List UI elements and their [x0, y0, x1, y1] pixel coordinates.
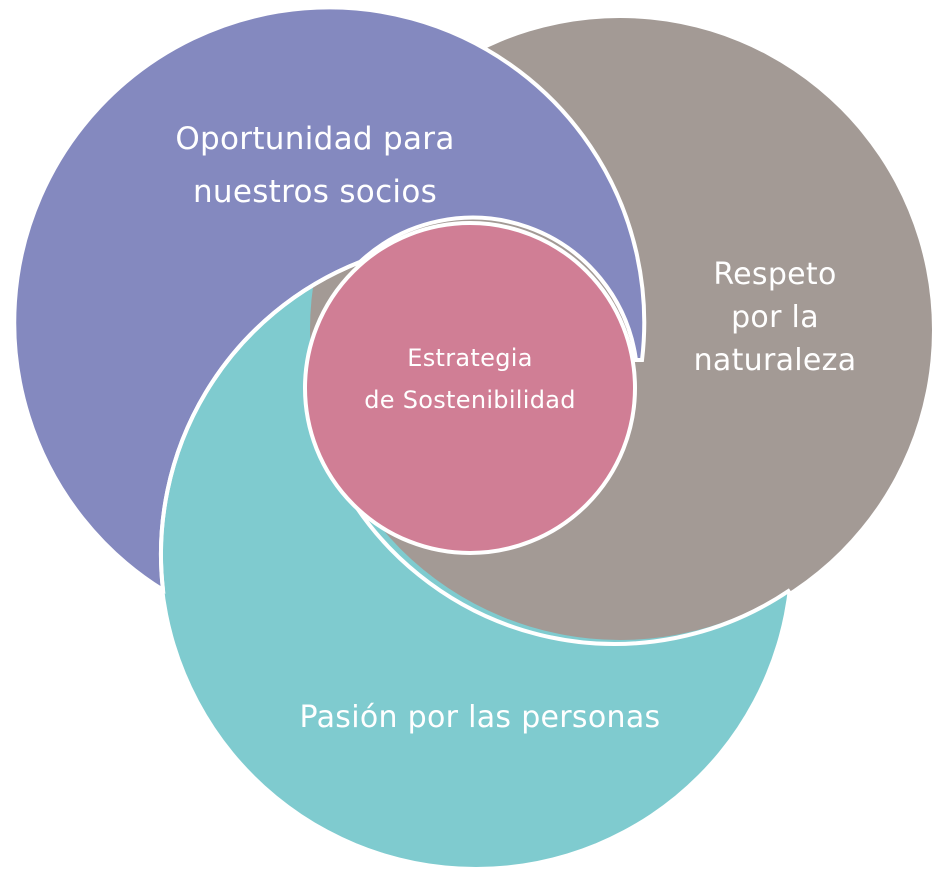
label-line: Pasión por las personas — [299, 700, 661, 735]
label-respeto: Respeto por la naturaleza — [660, 253, 890, 382]
circle-oportunidad — [12, 5, 647, 594]
circle-estrategia — [303, 221, 637, 555]
label-line: de Sostenibilidad — [364, 386, 576, 414]
label-line: Oportunidad para — [175, 121, 455, 157]
label-line: por la — [731, 300, 819, 335]
label-line: Estrategia — [407, 344, 533, 372]
label-line: nuestros socios — [192, 174, 438, 210]
label-oportunidad: Oportunidad para nuestros socios — [130, 113, 500, 219]
label-pasion: Pasión por las personas — [240, 700, 720, 736]
label-estrategia: Estrategia de Sostenibilidad — [320, 337, 620, 421]
label-line: naturaleza — [693, 343, 857, 378]
label-line: Respeto — [713, 257, 837, 292]
